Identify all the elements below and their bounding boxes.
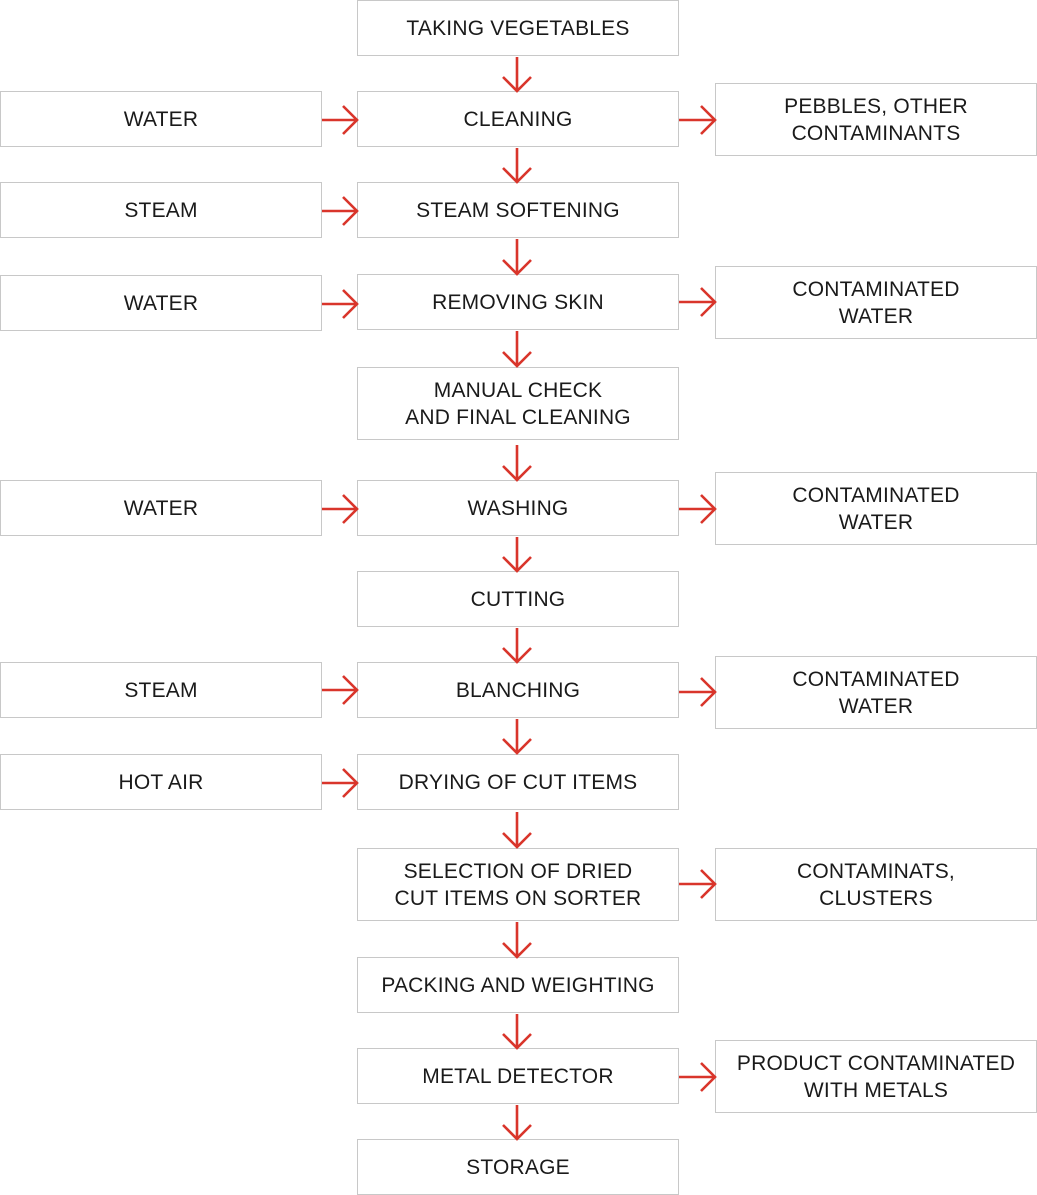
step-manual-check: MANUAL CHECK AND FINAL CLEANING (357, 367, 679, 440)
down-arrow (502, 331, 532, 368)
down-arrow (502, 57, 532, 93)
down-arrow (502, 922, 532, 959)
step-label: CUTTING (470, 587, 566, 611)
step-label: CLEANING (463, 107, 573, 131)
output-arrow (679, 287, 717, 317)
step-label: TAKING VEGETABLES (406, 16, 630, 40)
step-washing: WASHING (357, 480, 679, 536)
down-arrow (502, 1014, 532, 1050)
step-label: WASHING (467, 496, 569, 520)
output-contaminated-water-washing: CONTAMINATED WATER (715, 472, 1037, 545)
input-arrow (322, 105, 359, 135)
step-label: STEAM SOFTENING (416, 198, 620, 222)
step-cutting: CUTTING (357, 571, 679, 627)
step-drying: DRYING OF CUT ITEMS (357, 754, 679, 810)
output-contaminated-water-skin: CONTAMINATED WATER (715, 266, 1037, 339)
down-arrow (502, 445, 532, 482)
step-label: SELECTION OF DRIED CUT ITEMS ON SORTER (394, 859, 642, 910)
down-arrow (502, 148, 532, 184)
input-arrow (322, 494, 359, 524)
input-water-cleaning: WATER (0, 91, 322, 147)
input-water-removing-skin: WATER (0, 275, 322, 331)
down-arrow (502, 628, 532, 664)
step-packing-weighting: PACKING AND WEIGHTING (357, 957, 679, 1013)
input-label: STEAM (124, 198, 198, 222)
step-selection-sorter: SELECTION OF DRIED CUT ITEMS ON SORTER (357, 848, 679, 921)
input-arrow (322, 768, 359, 798)
input-label: STEAM (124, 678, 198, 702)
down-arrow (502, 537, 532, 573)
output-label: PEBBLES, OTHER CONTAMINANTS (784, 94, 968, 145)
down-arrow (502, 812, 532, 849)
output-label: CONTAMINATED WATER (792, 483, 960, 534)
input-label: HOT AIR (118, 770, 204, 794)
step-storage: STORAGE (357, 1139, 679, 1195)
output-arrow (679, 1062, 717, 1092)
input-steam-softening: STEAM (0, 182, 322, 238)
output-label: CONTAMINATED WATER (792, 277, 960, 328)
step-label: METAL DETECTOR (422, 1064, 614, 1088)
step-label: MANUAL CHECK AND FINAL CLEANING (405, 378, 631, 429)
output-arrow (679, 105, 717, 135)
output-arrow (679, 677, 717, 707)
step-blanching: BLANCHING (357, 662, 679, 718)
down-arrow (502, 719, 532, 755)
input-label: WATER (123, 107, 199, 131)
output-metal-contaminated: PRODUCT CONTAMINATED WITH METALS (715, 1040, 1037, 1113)
input-label: WATER (123, 291, 199, 315)
input-arrow (322, 289, 359, 319)
output-arrow (679, 494, 717, 524)
output-pebbles: PEBBLES, OTHER CONTAMINANTS (715, 83, 1037, 156)
step-label: PACKING AND WEIGHTING (381, 973, 655, 997)
step-label: BLANCHING (455, 678, 581, 702)
step-steam-softening: STEAM SOFTENING (357, 182, 679, 238)
input-steam-blanching: STEAM (0, 662, 322, 718)
step-removing-skin: REMOVING SKIN (357, 274, 679, 330)
down-arrow (502, 1105, 532, 1141)
input-arrow (322, 196, 359, 226)
input-label: WATER (123, 496, 199, 520)
step-label: STORAGE (466, 1155, 570, 1179)
input-water-washing: WATER (0, 480, 322, 536)
step-taking-vegetables: TAKING VEGETABLES (357, 0, 679, 56)
down-arrow (502, 239, 532, 276)
step-metal-detector: METAL DETECTOR (357, 1048, 679, 1104)
step-label: DRYING OF CUT ITEMS (398, 770, 638, 794)
output-label: PRODUCT CONTAMINATED WITH METALS (736, 1051, 1016, 1102)
input-hot-air: HOT AIR (0, 754, 322, 810)
output-label: CONTAMINATED WATER (792, 667, 960, 718)
output-contaminated-water-blanching: CONTAMINATED WATER (715, 656, 1037, 729)
output-contaminats-clusters: CONTAMINATS, CLUSTERS (715, 848, 1037, 921)
step-label: REMOVING SKIN (432, 290, 604, 314)
step-cleaning: CLEANING (357, 91, 679, 147)
output-arrow (679, 869, 717, 899)
input-arrow (322, 675, 359, 705)
output-label: CONTAMINATS, CLUSTERS (797, 859, 955, 910)
